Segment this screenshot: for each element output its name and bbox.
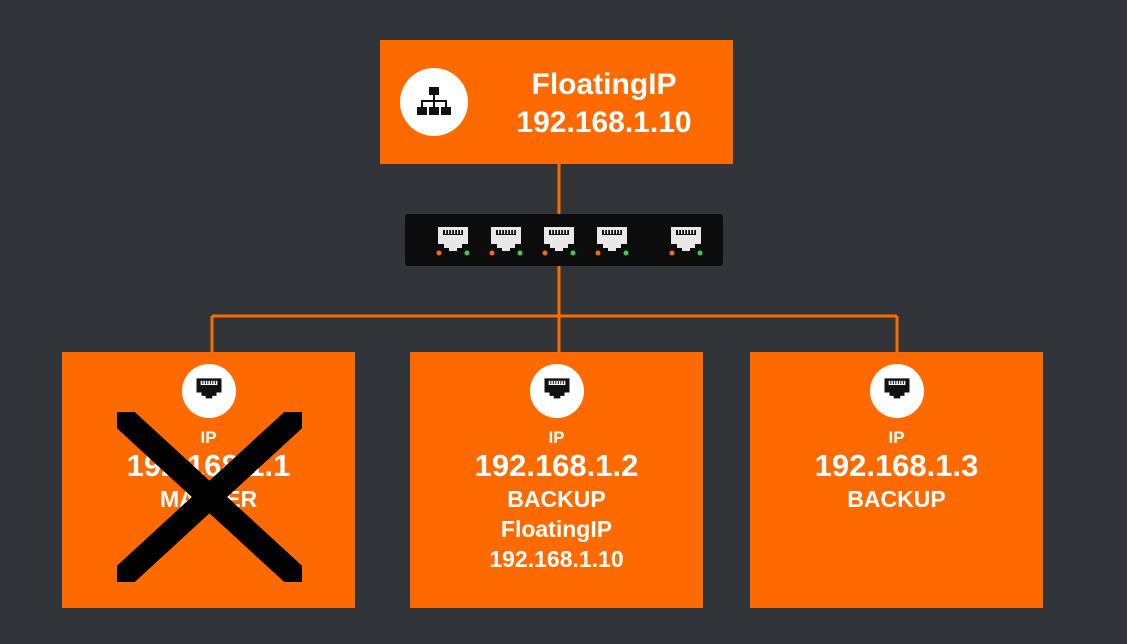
- ethernet-port-icon: [181, 364, 236, 418]
- ethernet-port-icon: [869, 364, 924, 418]
- server-node-1: IP 192.168.1.1 MASTER: [62, 352, 355, 608]
- node-3-text: IP 192.168.1.3 BACKUP: [750, 428, 1043, 514]
- network-switch: [405, 214, 723, 266]
- node-role: BACKUP: [847, 486, 946, 512]
- node-2-text: IP 192.168.1.2 BACKUP FloatingIP 192.168…: [410, 428, 703, 574]
- switch-port-2: [488, 225, 524, 257]
- node-ip-label: IP: [548, 428, 565, 447]
- switch-port-4: [594, 225, 630, 257]
- node-ip-label: IP: [200, 428, 217, 447]
- node-ip-address: 192.168.1.3: [814, 448, 979, 483]
- node-role: BACKUP: [507, 486, 606, 512]
- network-hierarchy-icon: [400, 68, 468, 136]
- ethernet-port-icon: [529, 364, 584, 418]
- switch-port-3: [541, 225, 577, 257]
- floating-ip-box: FloatingIP 192.168.1.10: [380, 40, 733, 164]
- server-node-2: IP 192.168.1.2 BACKUP FloatingIP 192.168…: [410, 352, 703, 608]
- node-ip-address: 192.168.1.2: [474, 448, 639, 483]
- switch-port-5: [668, 225, 704, 257]
- node-ip-label: IP: [888, 428, 905, 447]
- switch-port-1: [435, 225, 471, 257]
- floating-ip-address: 192.168.1.10: [516, 106, 692, 139]
- floating-ip-text: FloatingIP 192.168.1.10: [475, 66, 733, 142]
- floating-ip-title: FloatingIP: [531, 68, 677, 101]
- node-floating-ip: 192.168.1.10: [489, 546, 624, 572]
- failed-cross-icon: [117, 412, 302, 582]
- node-floating-label: FloatingIP: [500, 516, 613, 542]
- server-node-3: IP 192.168.1.3 BACKUP: [750, 352, 1043, 608]
